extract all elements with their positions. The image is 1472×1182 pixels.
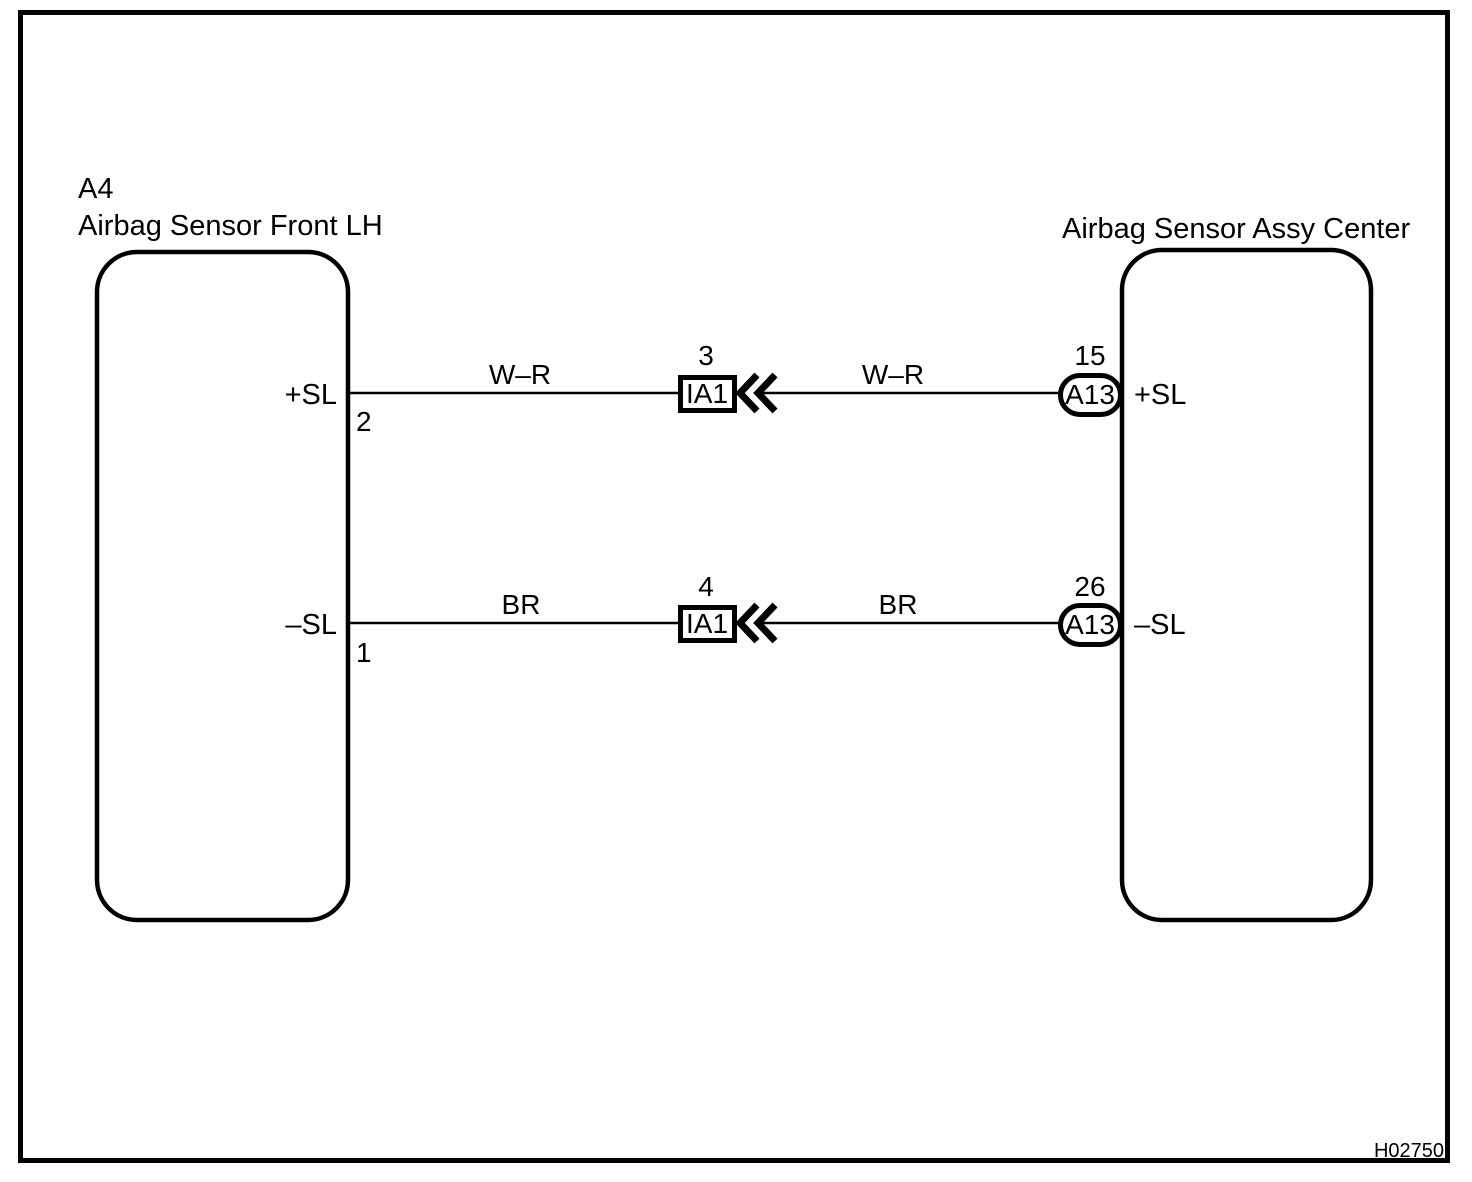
- right-component-title: Airbag Sensor Assy Center: [1062, 213, 1411, 245]
- signal-label-left-bottom: –SL: [285, 609, 337, 641]
- junction-pin-number-top: 3: [698, 340, 714, 371]
- junction-box-ia1-top: [678, 375, 737, 413]
- wire-color-label-bottom-right: BR: [879, 589, 918, 620]
- pin-number-right-top: 15: [1074, 340, 1105, 371]
- left-component-box: [94, 249, 351, 923]
- connector-oval-a13-top: [1058, 373, 1123, 417]
- pin-number-left-top: 2: [356, 406, 372, 437]
- signal-label-right-top: +SL: [1134, 379, 1186, 411]
- junction-label-top: IA1: [686, 378, 728, 409]
- page-border: [18, 10, 1450, 1163]
- right-component-box: [1119, 247, 1374, 923]
- signal-label-left-top: +SL: [285, 379, 337, 411]
- connector-label-bottom: A13: [1065, 609, 1115, 640]
- connector-label-top: A13: [1065, 379, 1115, 410]
- junction-label-bottom: IA1: [686, 608, 728, 639]
- double-chevron-icon: [735, 602, 760, 644]
- connector-oval-a13-bottom: [1058, 603, 1123, 647]
- left-component-id: A4: [78, 173, 113, 205]
- junction-box-ia1-bottom: [678, 605, 737, 643]
- double-chevron-icon: [753, 372, 778, 414]
- wire-color-label-top-right: W–R: [862, 359, 924, 390]
- figure-code: H02750: [1374, 1140, 1444, 1162]
- wire-color-label-top-left: W–R: [489, 359, 551, 390]
- double-chevron-icon: [735, 372, 760, 414]
- pin-number-right-bottom: 26: [1074, 571, 1105, 602]
- pin-number-left-bottom: 1: [356, 637, 372, 668]
- junction-pin-number-bottom: 4: [698, 571, 714, 602]
- signal-label-right-bottom: –SL: [1134, 609, 1186, 641]
- left-component-title: Airbag Sensor Front LH: [78, 210, 383, 242]
- double-chevron-icon: [753, 602, 778, 644]
- wire-color-label-bottom-left: BR: [502, 589, 541, 620]
